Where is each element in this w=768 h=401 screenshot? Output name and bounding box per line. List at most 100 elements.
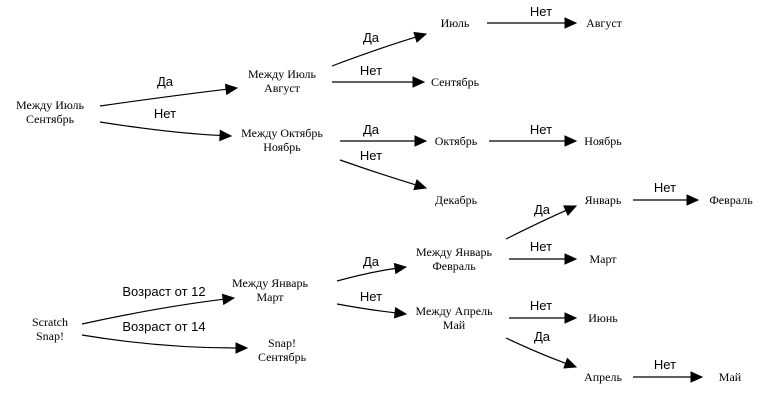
- edge-n11-n13: Да: [336, 254, 408, 282]
- edge-line: [336, 303, 396, 314]
- node-n8: Ноябрь: [584, 134, 622, 148]
- edge-label: Нет: [530, 239, 552, 254]
- node-label: Snap!: [36, 329, 64, 343]
- node-n9: Декабрь: [435, 193, 478, 207]
- node-n20: Май: [719, 370, 742, 384]
- arrowhead-icon: [563, 205, 578, 216]
- edge-label: Да: [363, 30, 380, 45]
- node-label: Май: [719, 370, 742, 384]
- edge-n7-n8: Нет: [488, 122, 578, 147]
- arrowhead-icon: [564, 17, 578, 29]
- node-label: Сентябрь: [26, 112, 75, 126]
- edge-line: [99, 88, 227, 107]
- node-label: Февраль: [709, 193, 753, 207]
- node-label: Между Апрель: [415, 304, 493, 318]
- node-label: Август: [586, 16, 623, 30]
- edge-label: Возраст от 14: [122, 319, 205, 334]
- arrowhead-icon: [564, 253, 578, 265]
- node-label: Март: [589, 252, 617, 266]
- edge-label: Нет: [530, 122, 552, 137]
- edge-n10-n12: Возраст от 14: [81, 319, 249, 354]
- node-label: Июль: [441, 16, 470, 30]
- edge-line: [339, 159, 416, 186]
- edge-label: Нет: [154, 106, 176, 121]
- edge-n3-n9: Нет: [339, 148, 428, 191]
- node-n18: Июнь: [588, 311, 618, 325]
- edge-n1-n3: Нет: [99, 106, 233, 142]
- arrowhead-icon: [563, 357, 578, 369]
- edge-label: Нет: [654, 357, 676, 372]
- arrowhead-icon: [686, 194, 700, 206]
- edge-label: Нет: [360, 148, 382, 163]
- node-label: Январь: [585, 193, 622, 207]
- edge-n13-n15: Да: [505, 202, 578, 240]
- node-label: Snap!: [268, 336, 296, 350]
- node-n6: Сентябрь: [431, 75, 480, 89]
- node-n5: Август: [586, 16, 623, 30]
- node-n15: Январь: [585, 193, 622, 207]
- edge-n14-n18: Нет: [509, 298, 578, 324]
- edge-n19-n20: Нет: [633, 357, 704, 383]
- arrowhead-icon: [219, 129, 233, 142]
- node-n16: Февраль: [709, 193, 753, 207]
- node-n4: Июль: [441, 16, 470, 30]
- edge-line: [336, 267, 396, 282]
- edge-label: Нет: [360, 289, 382, 304]
- edge-label: Да: [534, 329, 551, 344]
- node-label: Май: [443, 318, 466, 332]
- node-label: Апрель: [584, 370, 622, 384]
- node-label: Март: [256, 290, 284, 304]
- edge-n2-n6: Нет: [332, 63, 426, 88]
- node-label: Ноябрь: [584, 134, 622, 148]
- edge-line: [505, 337, 566, 364]
- arrowhead-icon: [393, 306, 408, 319]
- edge-line: [331, 36, 416, 67]
- arrowhead-icon: [221, 293, 236, 306]
- arrowhead-icon: [413, 31, 428, 43]
- edge-label: Возраст от 12: [122, 284, 205, 299]
- node-label: Между Июль: [248, 67, 317, 81]
- edge-label: Да: [157, 74, 174, 89]
- edge-label: Нет: [360, 63, 382, 78]
- edge-n11-n14: Нет: [336, 289, 408, 319]
- edge-label: Нет: [530, 298, 552, 313]
- edge-n13-n17: Нет: [509, 239, 578, 265]
- node-label: Октябрь: [435, 134, 478, 148]
- edge-label: Нет: [530, 4, 552, 19]
- arrowhead-icon: [413, 179, 428, 191]
- node-label: Ноябрь: [263, 140, 301, 154]
- node-label: Между Январь: [416, 245, 492, 259]
- arrowhead-icon: [393, 262, 408, 275]
- node-label: Август: [264, 81, 301, 95]
- edge-n1-n2: Да: [99, 74, 239, 107]
- arrowhead-icon: [564, 135, 578, 147]
- node-label: Сентябрь: [258, 350, 307, 364]
- node-label: Декабрь: [435, 193, 478, 207]
- edge-n3-n7: Да: [339, 122, 428, 147]
- arrowhead-icon: [235, 342, 249, 354]
- edge-label: Нет: [654, 180, 676, 195]
- edge-n14-n19: Да: [505, 329, 578, 369]
- node-n17: Март: [589, 252, 617, 266]
- node-label: Июнь: [588, 311, 618, 325]
- edge-line: [99, 121, 221, 137]
- edge-line: [81, 298, 224, 325]
- node-label: Между Июль: [16, 98, 85, 112]
- node-n7: Октябрь: [435, 134, 478, 148]
- node-n12: Snap!Сентябрь: [258, 336, 307, 364]
- node-label: Февраль: [432, 259, 476, 273]
- node-label: Scratch: [32, 315, 68, 329]
- edge-n4-n5: Нет: [487, 4, 578, 29]
- edge-line: [505, 209, 567, 240]
- edge-label: Да: [534, 202, 551, 217]
- edge-n2-n4: Да: [331, 30, 428, 67]
- edge-label: Да: [363, 122, 380, 137]
